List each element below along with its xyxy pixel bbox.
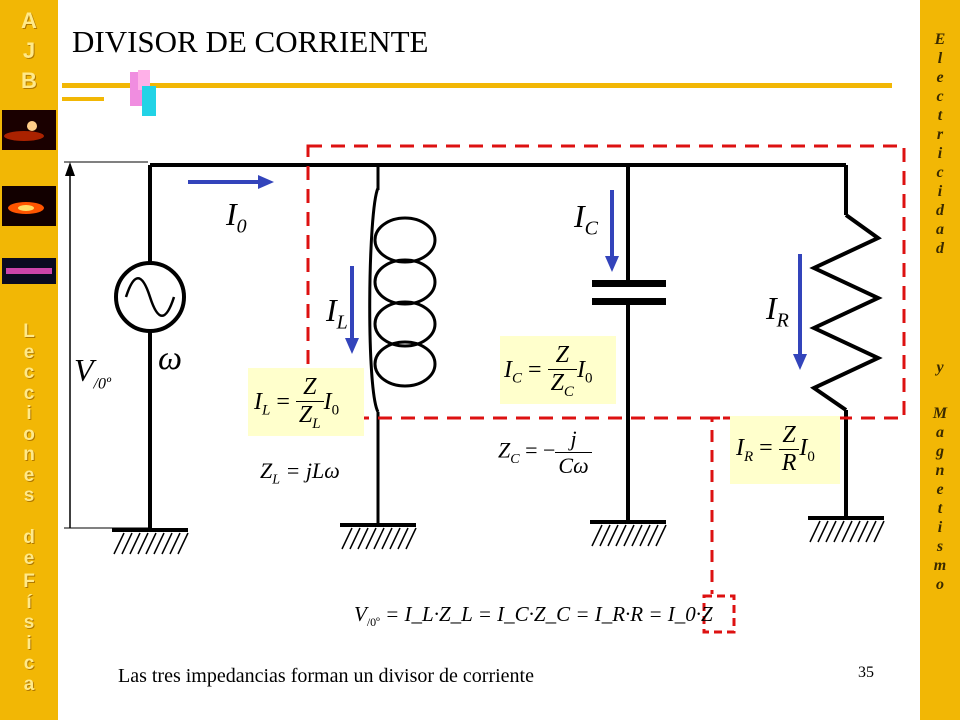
caption-text: Las tres impedancias forman un divisor d… bbox=[118, 665, 534, 687]
vertical-text-y: y bbox=[936, 359, 944, 376]
inductor-coil bbox=[373, 216, 437, 388]
resistor-zigzag bbox=[809, 213, 883, 412]
label-il: IL bbox=[326, 292, 348, 334]
dashed-connector bbox=[710, 416, 760, 594]
equation-bottom: V/0º = I_L·Z_L = I_C·Z_C = I_R·R = I_0·Z bbox=[354, 602, 713, 630]
page-title: DIVISOR DE CORRIENTE bbox=[72, 24, 429, 59]
thumbnail-image-3 bbox=[2, 258, 56, 284]
label-omega: ω bbox=[158, 340, 183, 377]
label-ir: IR bbox=[766, 290, 789, 332]
z-highlight-box bbox=[702, 594, 736, 634]
sine-wave-icon bbox=[124, 277, 176, 317]
title-decoration bbox=[62, 70, 892, 116]
capacitor-plate-bottom bbox=[592, 298, 666, 305]
logo-letter-j: J bbox=[22, 38, 36, 63]
label-voltage: V/0º bbox=[74, 352, 111, 393]
logo-letter-b: B bbox=[21, 68, 37, 93]
equation-zl: ZL = jLω bbox=[260, 458, 340, 488]
page-number: 35 bbox=[858, 664, 874, 681]
eq-box-il bbox=[248, 368, 364, 436]
thumbnail-image-2 bbox=[2, 186, 56, 226]
right-sidebar bbox=[920, 0, 960, 720]
thumbnail-image-1 bbox=[2, 110, 56, 150]
logo-letter-a: A bbox=[21, 8, 37, 33]
eq-box-ir bbox=[730, 416, 840, 484]
capacitor-plate-top bbox=[592, 280, 666, 287]
impedance-dashed-box bbox=[306, 144, 906, 420]
eq-box-ic bbox=[500, 336, 616, 404]
label-ic: IC bbox=[574, 198, 598, 240]
label-i0: I0 bbox=[226, 196, 247, 238]
